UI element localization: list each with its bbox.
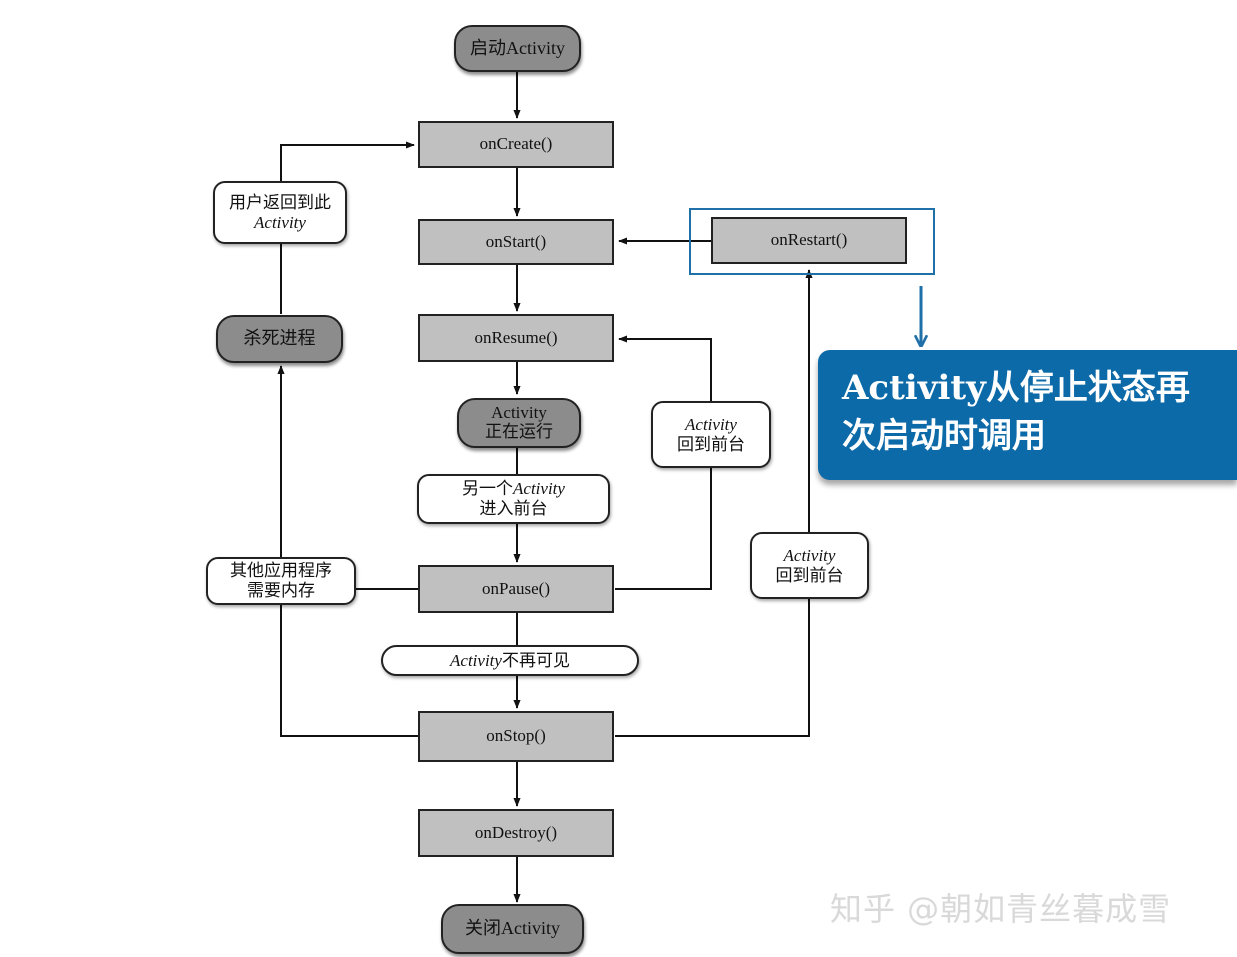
onresume-label: onResume() xyxy=(474,327,558,347)
activity-running-label-line1: Activity xyxy=(491,403,547,423)
arrow-onstop-to-kill-process xyxy=(277,365,418,737)
oncreate-node: onCreate() xyxy=(418,121,614,168)
other-apps-line1: 其他应用程序 xyxy=(230,561,332,581)
onresume-node: onResume() xyxy=(418,314,614,362)
activity-back-1-line2: 回到前台 xyxy=(677,434,745,454)
onpause-node: onPause() xyxy=(418,565,614,613)
user-returns-line1: 用户返回到此 xyxy=(229,192,331,212)
activity-back-foreground-condition-1: Activity 回到前台 xyxy=(651,401,771,468)
start-activity-label: 启动Activity xyxy=(470,37,565,58)
not-visible-activity-word: Activity xyxy=(450,650,502,670)
activity-running-node: Activity 正在运行 xyxy=(457,398,581,448)
onpause-label: onPause() xyxy=(482,578,550,598)
kill-process-node: 杀死进程 xyxy=(216,315,343,363)
activity-back-2-line1: Activity xyxy=(783,545,836,565)
another-activity-word: Activity xyxy=(513,479,565,499)
onrestart-label: onRestart() xyxy=(770,230,848,250)
callout-line2: 次启动时调用 xyxy=(842,416,1046,456)
arrow-onstop-to-onrestart xyxy=(615,269,813,737)
kill-process-label: 杀死进程 xyxy=(243,328,316,349)
another-activity-prefix: 另一个 xyxy=(462,479,514,499)
activity-back-2-line2: 回到前台 xyxy=(775,565,844,585)
onstart-label: onStart() xyxy=(485,231,547,251)
close-activity-node: 关闭Activity xyxy=(441,904,584,954)
callout-line1: Activity从停止状态再 xyxy=(842,368,1190,408)
onstart-node: onStart() xyxy=(418,219,614,265)
onrestart-highlight-frame xyxy=(689,208,935,275)
callout-box: Activity从停止状态再 次启动时调用 xyxy=(818,350,1237,480)
close-activity-label: 关闭Activity xyxy=(465,918,560,939)
user-returns-line2: Activity xyxy=(254,212,306,232)
start-activity-node: 启动Activity xyxy=(454,25,581,72)
other-apps-need-memory-condition: 其他应用程序 需要内存 xyxy=(206,557,356,605)
another-activity-line2: 进入前台 xyxy=(479,499,548,518)
oncreate-label: onCreate() xyxy=(479,134,553,154)
other-apps-line2: 需要内存 xyxy=(247,581,315,600)
ondestroy-label: onDestroy() xyxy=(474,822,558,842)
watermark-text: 知乎 @朝如青丝暮成雪 xyxy=(830,890,1172,928)
onrestart-node: onRestart() xyxy=(711,217,907,264)
activity-back-1-line1: Activity xyxy=(685,414,737,434)
ondestroy-node: onDestroy() xyxy=(418,809,614,857)
activity-running-label-line2: 正在运行 xyxy=(485,422,553,441)
arrow-kill-process-to-oncreate xyxy=(280,141,415,314)
activity-back-foreground-condition-2: Activity 回到前台 xyxy=(750,532,869,599)
not-visible-suffix: 不再可见 xyxy=(501,650,570,670)
user-returns-condition: 用户返回到此 Activity xyxy=(213,181,347,244)
onstop-node: onStop() xyxy=(418,711,614,762)
onstop-label: onStop() xyxy=(486,726,546,746)
